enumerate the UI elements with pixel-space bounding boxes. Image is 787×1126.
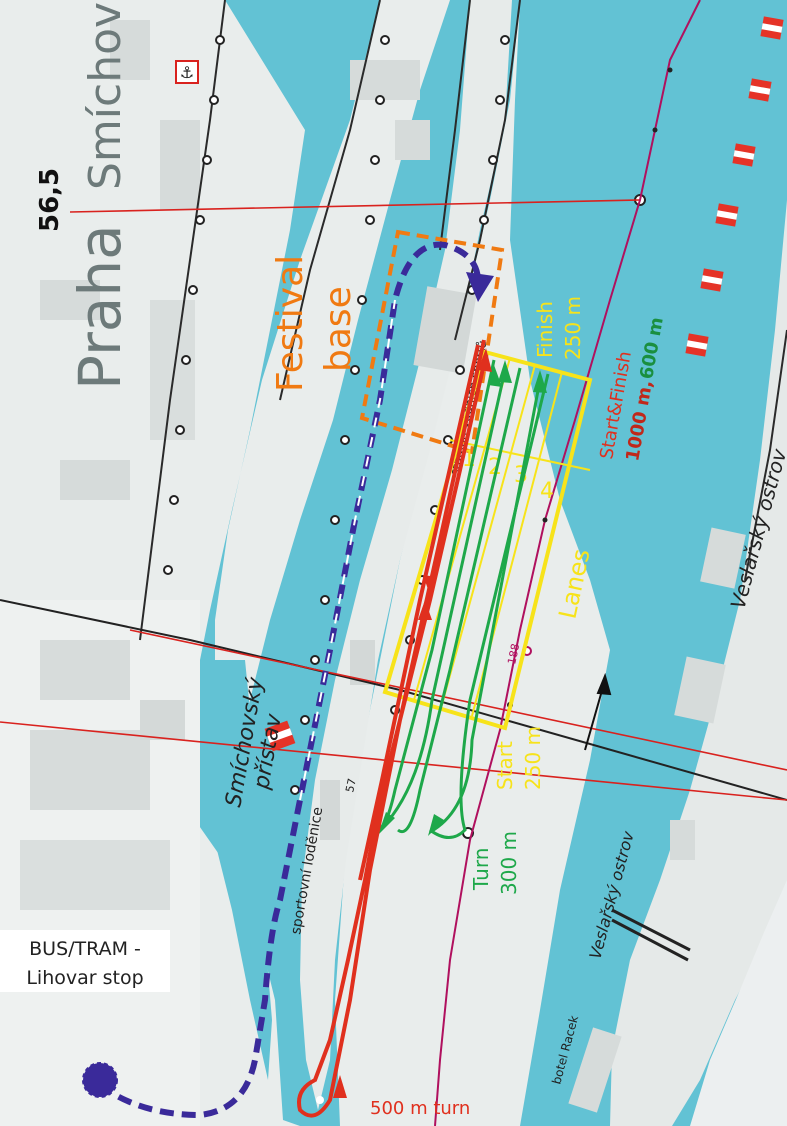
finish-label-1: Finish [533, 301, 557, 358]
start-label-1: Start [493, 741, 517, 790]
coord-label: 56,5 [35, 168, 65, 232]
fairway-line [434, 0, 701, 1126]
km-188-label: 188 [505, 642, 522, 665]
praha-label: Praha [66, 224, 134, 390]
svg-text:⚓: ⚓ [180, 63, 194, 82]
footbridge [611, 908, 691, 962]
turn-label-2: 300 m [497, 831, 521, 895]
central-island [300, 0, 512, 1110]
turn-label-1: Turn [469, 848, 493, 891]
right-bank [690, 880, 787, 1126]
green-arrowheads [378, 360, 547, 836]
festival-base: Festival base [270, 229, 505, 455]
lane-4: 4 [540, 479, 554, 504]
festival-label-1: Festival [270, 255, 311, 392]
buoys [264, 16, 784, 752]
turn-500-label: 500 m turn [370, 1098, 470, 1119]
bus-label-2: Lihovar stop [26, 967, 143, 989]
km-57-label: 57 [343, 777, 359, 793]
red-arrowheads [333, 348, 492, 1098]
walking-route [98, 241, 482, 1119]
festival-label-2: base [318, 286, 359, 372]
botel [568, 1027, 622, 1113]
walk-arrowhead [466, 272, 494, 302]
bus-label-1: BUS/TRAM - [29, 938, 141, 960]
red-main-route [297, 339, 488, 1118]
start-label-2: 250 m [521, 726, 545, 790]
anchor-icon: ⚓ [175, 60, 199, 84]
bus-stop-icon [82, 1062, 118, 1098]
smichov-label: Smíchov [80, 2, 131, 190]
flow-arrow-icon [584, 672, 612, 751]
veslarsky-island [610, 200, 787, 1126]
finish-label-2: 250 m [561, 296, 585, 360]
